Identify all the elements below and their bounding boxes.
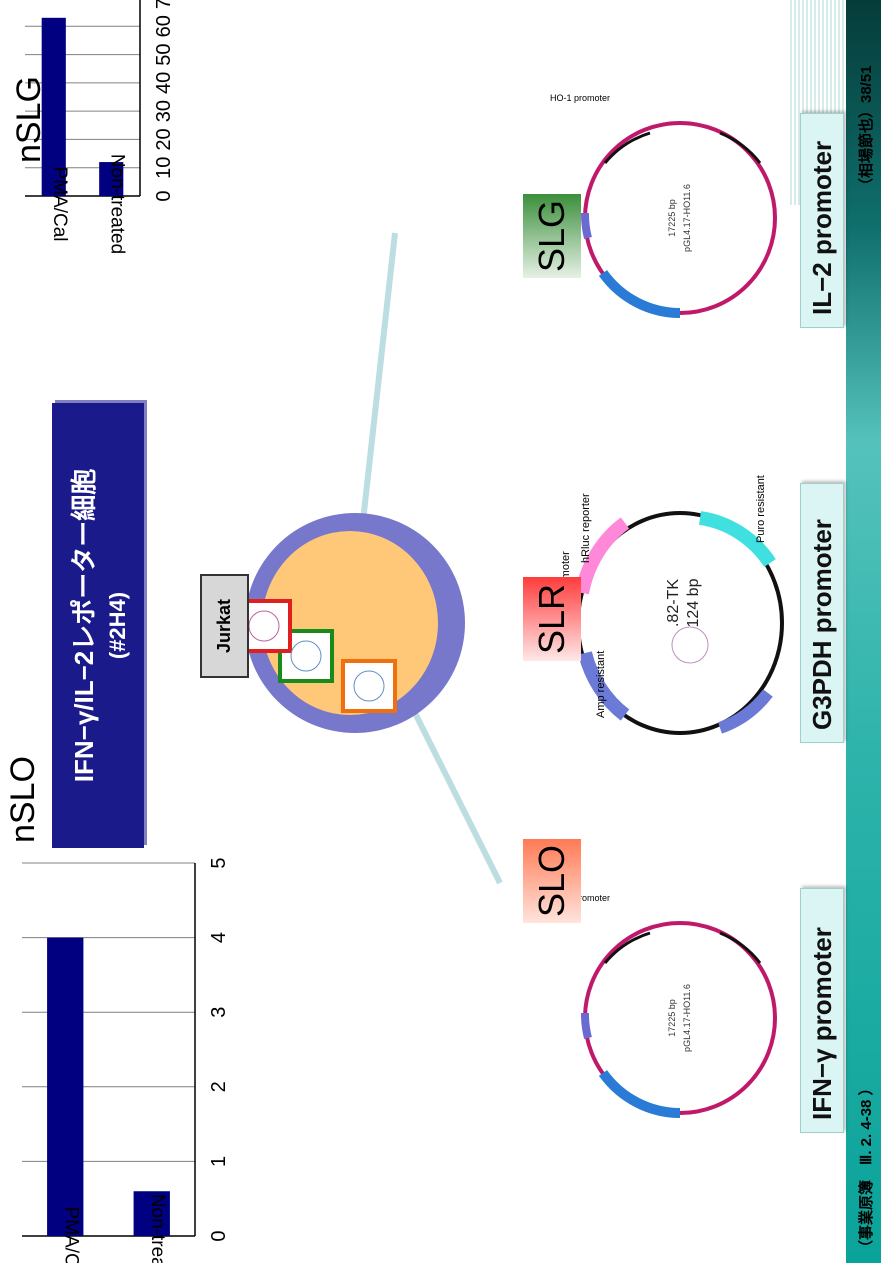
il2-plasmid-name: pGL4.17-HO11.6 <box>682 184 692 252</box>
category-label: Non-treated <box>106 154 127 254</box>
tick-label: 5 <box>208 857 230 868</box>
nslo-title: nSLO <box>4 756 42 843</box>
category-label: PMA/Cal <box>49 167 70 242</box>
tick-label: 0 <box>153 190 175 201</box>
chart-nslg: 0 10 20 30 40 50 60 70Non-treated PMA/Cal <box>25 0 175 254</box>
tick-label: 0 <box>208 1230 230 1241</box>
ifn-plasmid-size: 17225 bp <box>667 999 677 1037</box>
tick-label: 4 <box>208 932 230 943</box>
bar <box>41 17 66 196</box>
tk-plasmid-name: .82-TK <box>665 579 682 627</box>
bar <box>47 937 84 1236</box>
tk-puro-label: Puro resistant <box>755 475 767 543</box>
bar <box>133 1191 170 1236</box>
slr-box: SLR <box>523 577 581 661</box>
plasmid-map-ifn: 17225 bp pGL4.17-HO11.6 <box>581 921 777 1118</box>
tick-label: 70 <box>153 0 175 9</box>
tk-hrluc-label: hRluc reporter <box>580 493 592 563</box>
slg-vector-icon <box>278 629 334 683</box>
category-label: Non-treated <box>147 1194 168 1263</box>
tick-label: 50 <box>153 43 175 65</box>
slo-box: SLO <box>523 839 581 923</box>
tk-plasmid-size: 124 bp <box>685 578 702 627</box>
plasmid-map-g3pdh: .82-TK 124 bp <box>575 511 784 735</box>
title-line1: IFN−γ/IL−2レポーター細胞 <box>69 468 99 783</box>
tick-label: 10 <box>153 157 175 179</box>
tk-amp-label: Amp resistant <box>595 650 607 718</box>
tick-label: 1 <box>208 1156 230 1167</box>
tick-label: 2 <box>208 1081 230 1092</box>
il2-plasmid-ho1-label: HO-1 promoter <box>549 92 611 103</box>
footer-right: （相場節也）38/51 <box>858 65 875 193</box>
jurkat-label: Jurkat <box>200 574 249 678</box>
tick-label: 30 <box>153 100 175 122</box>
jurkat-cell <box>236 513 465 733</box>
tick-label: 20 <box>153 128 175 150</box>
title-line2: (#2H4) <box>105 591 130 660</box>
tick-label: 60 <box>153 15 175 37</box>
slo-vector-icon <box>341 659 397 713</box>
il2-plasmid-size: 17225 bp <box>667 199 677 237</box>
nslg-title: nSLG <box>10 76 48 163</box>
footer-left: （事業原簿 Ⅲ. 2. 4-38 ） <box>858 1080 875 1255</box>
slg-box: SLG <box>523 194 581 278</box>
category-label: PMA/Cal <box>60 1207 81 1263</box>
tick-label: 40 <box>153 72 175 94</box>
plasmid-map-il2: 17225 bp pGL4.17-HO11.6 <box>581 121 777 318</box>
ifn-plasmid-name: pGL4.17-HO11.6 <box>682 984 692 1052</box>
reporter-cell-title: IFN−γ/IL−2レポーター細胞 (#2H4) <box>52 403 144 848</box>
bar <box>99 162 124 196</box>
tick-label: 3 <box>208 1007 230 1018</box>
